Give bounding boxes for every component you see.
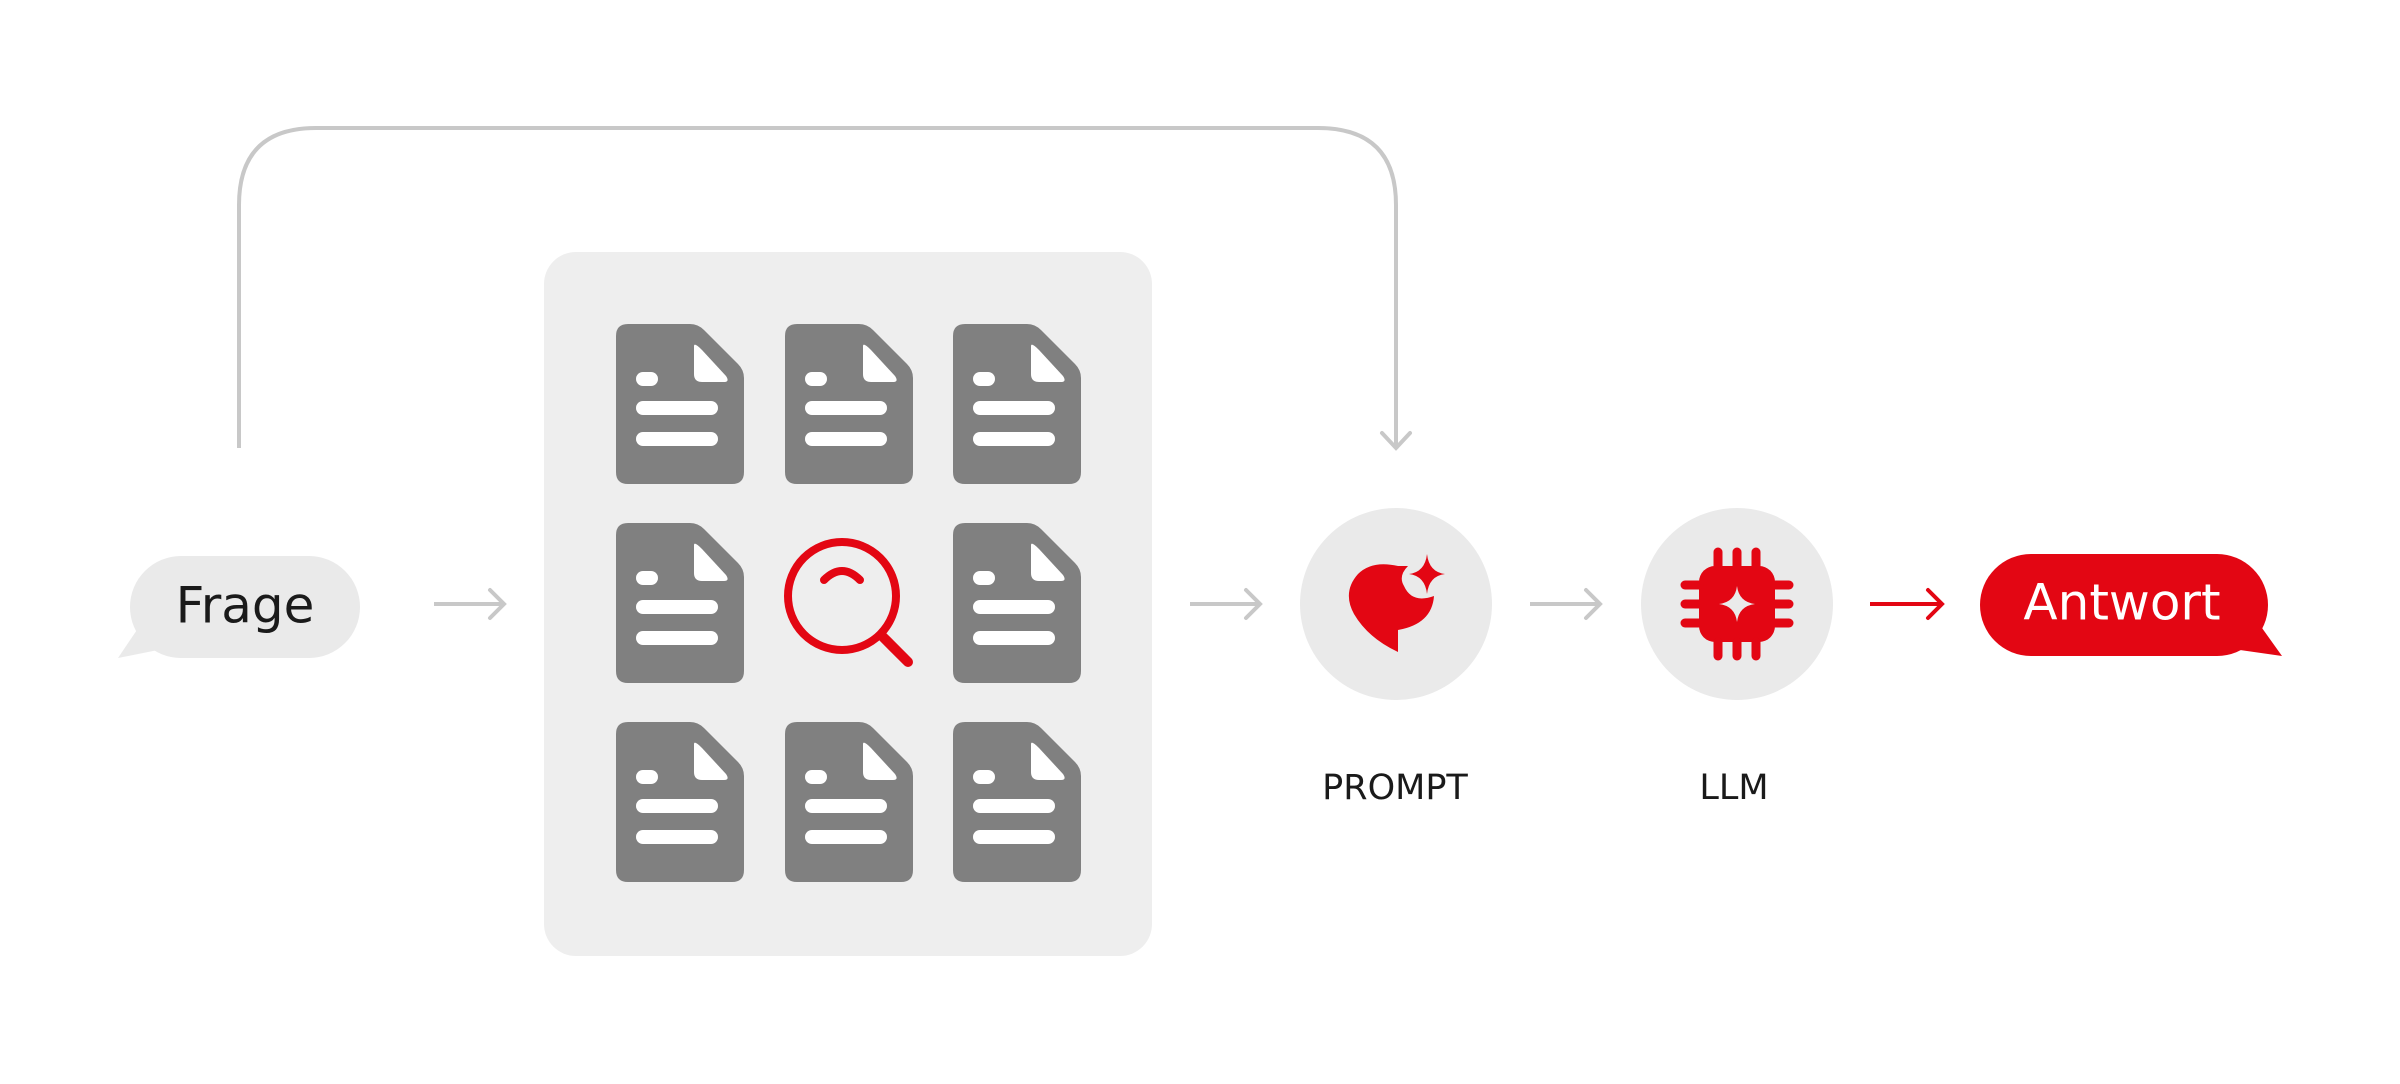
arrow-documents-to-prompt [1190,588,1263,620]
arrow-question-to-documents [434,588,507,620]
document-panel [544,252,1152,956]
prompt-label: PROMPT [1322,768,1468,808]
arrow-prompt-to-llm [1530,588,1603,620]
feedback-arrowhead [1380,431,1412,451]
question-bubble: Frage [118,556,360,658]
question-label: Frage [176,577,315,635]
chip-icon [1680,547,1794,661]
llm-node: LLM [1641,508,1833,808]
feedback-connector [237,126,1398,448]
answer-bubble: Antwort [1980,554,2282,656]
magnifier-icon [784,538,913,667]
prompt-node: PROMPT [1300,508,1492,808]
answer-label: Antwort [2023,574,2220,632]
prompt-sparkle-icon [1348,554,1445,652]
llm-label: LLM [1699,768,1768,808]
arrow-llm-to-answer [1870,588,1945,620]
